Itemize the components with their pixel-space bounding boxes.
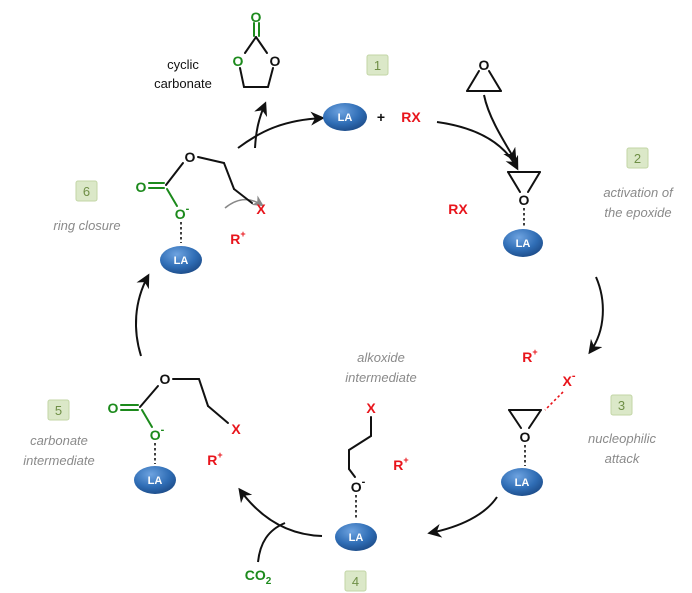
svg-text:O: O bbox=[185, 149, 196, 165]
svg-text:O-: O- bbox=[175, 203, 190, 222]
rx-step1: RX bbox=[401, 109, 421, 125]
step-5-caption-line2: intermediate bbox=[23, 453, 95, 468]
svg-text:LA: LA bbox=[349, 532, 364, 544]
step-5-number: 5 bbox=[55, 403, 62, 418]
arrow-step6-to-1 bbox=[237, 111, 325, 149]
step-2-caption-line1: activation of bbox=[603, 185, 674, 200]
svg-text:O-: O- bbox=[150, 424, 165, 443]
arrow-step2-to-3 bbox=[588, 276, 604, 355]
svg-text:O: O bbox=[519, 192, 530, 208]
svg-text:O: O bbox=[251, 9, 262, 25]
la-sphere-step6 bbox=[160, 246, 202, 274]
step-3-number: 3 bbox=[618, 398, 625, 413]
co2-label: CO2 bbox=[245, 567, 272, 587]
cyclic-carbonate-label-line2: carbonate bbox=[154, 76, 212, 91]
svg-text:X: X bbox=[256, 201, 266, 217]
arrow-co2-in bbox=[257, 522, 286, 563]
arrow-ring-closure-curl bbox=[224, 195, 264, 209]
svg-text:X-: X- bbox=[562, 370, 575, 389]
svg-text:O: O bbox=[160, 371, 171, 387]
arrow-epoxide-in bbox=[483, 94, 517, 163]
alkoxide-caption-line2: intermediate bbox=[345, 370, 417, 385]
la-sphere-step1 bbox=[323, 103, 367, 131]
step-2-number: 2 bbox=[634, 151, 641, 166]
svg-text:R+: R+ bbox=[230, 229, 245, 247]
svg-text:X: X bbox=[231, 421, 241, 437]
carbonate-intermediate-structure: O O X O- R+ bbox=[108, 371, 242, 468]
la-sphere-step2 bbox=[503, 229, 543, 257]
step-5-badge bbox=[47, 399, 70, 421]
step-4-number: 4 bbox=[352, 574, 359, 589]
svg-text:X: X bbox=[366, 400, 376, 416]
activated-epoxide: O bbox=[507, 171, 541, 228]
step-6-badge bbox=[75, 180, 98, 202]
nucleophilic-attack-structure: R+ X- O bbox=[508, 347, 576, 466]
svg-text:O-: O- bbox=[351, 476, 366, 495]
step-3-badge bbox=[610, 394, 633, 416]
arrow-product-out bbox=[254, 101, 268, 149]
svg-text:R+: R+ bbox=[393, 455, 408, 473]
svg-text:R+: R+ bbox=[522, 347, 537, 365]
la-sphere-step4 bbox=[335, 523, 377, 551]
la-sphere-step3 bbox=[501, 468, 543, 496]
svg-text:LA: LA bbox=[515, 477, 530, 489]
step-2-caption-line2: the epoxide bbox=[604, 205, 671, 220]
cyclic-carbonate-label-line1: cyclic bbox=[167, 57, 199, 72]
step-1-number: 1 bbox=[374, 58, 381, 73]
cyclic-carbonate-structure: O O O bbox=[233, 9, 281, 88]
rx-step2: RX bbox=[448, 201, 468, 217]
svg-text:O: O bbox=[108, 400, 119, 416]
ring-closure-structure: O O X O- R+ bbox=[136, 149, 267, 247]
step-6-number: 6 bbox=[83, 184, 90, 199]
svg-text:LA: LA bbox=[148, 475, 163, 487]
arrow-step4-to-5 bbox=[238, 487, 323, 537]
step-5-caption-line1: carbonate bbox=[30, 433, 88, 448]
arrow-step3-to-4 bbox=[427, 496, 498, 538]
step-4-badge bbox=[344, 570, 367, 592]
step-1-badge bbox=[366, 54, 389, 76]
svg-text:LA: LA bbox=[338, 112, 353, 124]
svg-text:LA: LA bbox=[516, 238, 531, 250]
step-3-caption-line1: nucleophilic bbox=[588, 431, 656, 446]
alkoxide-intermediate-structure: X O- R+ bbox=[348, 400, 409, 520]
epoxide-reagent: O bbox=[466, 57, 502, 92]
step-3-caption-line2: attack bbox=[605, 451, 641, 466]
svg-text:O: O bbox=[136, 179, 147, 195]
plus-sign: + bbox=[377, 109, 385, 125]
la-sphere-step5 bbox=[134, 466, 176, 494]
arrow-step5-to-6 bbox=[134, 273, 150, 357]
step-2-badge bbox=[626, 147, 649, 169]
svg-text:LA: LA bbox=[174, 255, 189, 267]
svg-text:O: O bbox=[270, 53, 281, 69]
alkoxide-caption-line1: alkoxide bbox=[357, 350, 405, 365]
svg-text:O: O bbox=[479, 57, 490, 73]
svg-text:R+: R+ bbox=[207, 450, 222, 468]
svg-text:O: O bbox=[233, 53, 244, 69]
step-6-caption: ring closure bbox=[53, 218, 120, 233]
svg-text:O: O bbox=[520, 429, 531, 445]
